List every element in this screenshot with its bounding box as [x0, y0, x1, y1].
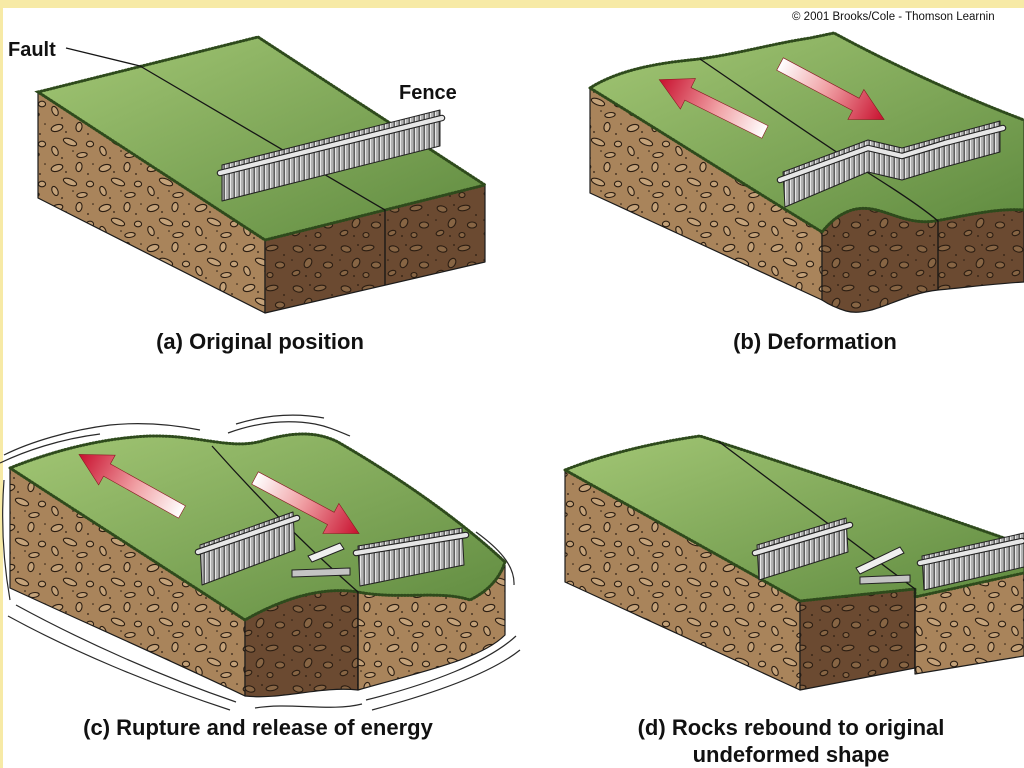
block-b-front-face: [821, 207, 1024, 313]
panel-d-rebound: (d) Rocks rebound to original undeformed…: [563, 434, 1024, 767]
fence-b-bent: [776, 120, 1007, 208]
fence-c-left-section: [194, 511, 301, 586]
fence-d-left-section: [751, 517, 854, 581]
caption-d-line2: undeformed shape: [693, 742, 890, 767]
caption-d-line1: (d) Rocks rebound to original: [638, 715, 945, 740]
fence-d-right-section: [916, 532, 1024, 591]
caption-c: (c) Rupture and release of energy: [83, 715, 433, 740]
panel-a-original-position: Fault Fence (a) Original position: [8, 35, 489, 354]
fence-c-right-section: [352, 527, 470, 587]
left-border-strip: [0, 0, 3, 768]
block-a-grass-edge: [34, 35, 489, 242]
fence-label: Fence: [399, 82, 457, 104]
panel-b-deformation: (b) Deformation: [588, 31, 1024, 354]
fault-leader-line: [65, 47, 141, 67]
top-border-strip: [0, 0, 1024, 8]
block-b-grass-edge: [588, 31, 1024, 234]
broken-fence-rails-c: [291, 542, 351, 578]
fence-a: [216, 109, 446, 202]
fault-line-d: [717, 440, 916, 671]
copyright-notice: © 2001 Brooks/Cole - Thomson Learnin: [792, 11, 995, 23]
broken-fence-rails-d: [855, 546, 911, 585]
vibration-lines-c: [0, 414, 521, 711]
fault-line-a: [139, 65, 386, 285]
fault-label: Fault: [8, 39, 56, 61]
caption-b: (b) Deformation: [733, 329, 897, 354]
caption-a: (a) Original position: [156, 329, 364, 354]
block-c-grass-edge: [6, 432, 507, 622]
panel-c-rupture: (c) Rupture and release of energy: [0, 414, 521, 740]
block-c-side-face: [9, 467, 246, 697]
block-d-front-face-left: [799, 588, 916, 691]
